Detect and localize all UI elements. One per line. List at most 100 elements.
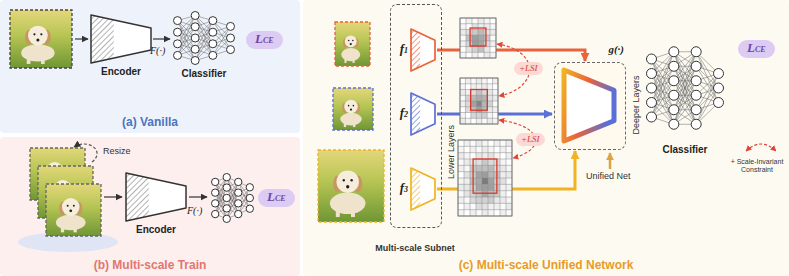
net-neuron [212, 178, 219, 185]
arrow [189, 196, 207, 197]
classifier-net [645, 34, 725, 142]
dog-leg [336, 206, 340, 217]
block-outline [411, 168, 435, 210]
grid-line [460, 112, 498, 113]
block-hatch [411, 29, 420, 71]
feature-cell [482, 113, 487, 119]
feature-cell [488, 197, 494, 203]
feature-cell [464, 153, 470, 159]
panel: (a) VanillaEncoderClassifierLCE [0, 0, 300, 133]
feature-cell [490, 41, 496, 47]
feature-cell [506, 178, 512, 184]
feature-cell [465, 84, 470, 90]
feature-cell [500, 153, 506, 159]
feature-label: F(·) [187, 205, 202, 217]
net-neuron [174, 40, 182, 48]
photo-ground [335, 22, 370, 66]
dog-leg [344, 56, 346, 63]
feature-cell [476, 197, 482, 203]
panel: (c) Multi-scale Unified Network Multi-sca… [303, 0, 789, 276]
feature-cell [494, 197, 500, 203]
net-neuron [691, 105, 701, 115]
dog-nose [36, 38, 39, 41]
photo-frame [333, 88, 373, 130]
classifier-block: Classifier [172, 10, 236, 86]
feature-cell [464, 191, 470, 197]
feature-cell [500, 140, 506, 146]
feature-cell [482, 90, 487, 96]
panel-title: (c) Multi-scale Unified Network [459, 258, 634, 273]
grid-line [466, 18, 467, 58]
grid-line [460, 29, 496, 30]
grid-line [458, 197, 512, 198]
grid-line [460, 101, 498, 102]
block-outline [411, 93, 435, 135]
node-label: Multi-scale Subnet [375, 243, 455, 254]
dog-leg [351, 206, 355, 217]
node-label: f2 [400, 106, 408, 122]
net-neuron [223, 205, 230, 212]
feature-cell [493, 118, 498, 124]
unified-pointer [609, 153, 612, 169]
feature-cell [488, 178, 494, 184]
feature-cell [460, 29, 466, 35]
feature-cell [500, 146, 506, 152]
loss-label: +LSI [514, 62, 543, 75]
feature-cell [488, 172, 494, 178]
feature-cell [488, 203, 494, 209]
feature-cell [460, 107, 465, 113]
feature-cell [460, 24, 466, 30]
feature-cell [476, 178, 482, 184]
feature-cell [466, 29, 472, 35]
feature-cell [460, 35, 466, 41]
dog-photo [318, 150, 384, 222]
feature-cell [458, 191, 464, 197]
feature-cell [458, 165, 464, 171]
feature-cell [460, 52, 466, 58]
feature-cell [478, 29, 484, 35]
net-neuron [209, 51, 217, 59]
feature-cell [493, 113, 498, 119]
encoder-shape [125, 172, 187, 222]
feature-cell [490, 24, 496, 30]
grid-line [458, 203, 512, 204]
attention-box [470, 28, 486, 46]
unified-shape [555, 63, 624, 148]
feature-label: F(·) [150, 45, 165, 57]
encoder-block: Encoder [125, 172, 187, 238]
feature-cell [460, 101, 465, 107]
arrow [75, 38, 88, 39]
feature-cell [476, 118, 481, 124]
feature-cell [465, 78, 470, 84]
dog-head [62, 198, 80, 216]
dog-leg [41, 55, 45, 64]
dog-eye [348, 40, 350, 42]
feature-cell [482, 95, 487, 101]
block-hatch [411, 93, 420, 135]
node-label: Encoder [101, 66, 141, 78]
panel-title: (a) Vanilla [122, 115, 178, 130]
feature-cell [478, 52, 484, 58]
block-fill [91, 15, 151, 63]
dog-eye [67, 205, 69, 207]
panel-ground [0, 0, 300, 133]
grid-line [458, 178, 512, 179]
node-label: LCE [267, 190, 286, 206]
grid-line [458, 171, 512, 172]
photo-frame [10, 10, 72, 68]
feature-map-frame [460, 78, 498, 124]
feature-cell [476, 184, 482, 190]
feature-cell [471, 113, 476, 119]
feature-cell [482, 165, 488, 171]
feature-cell [478, 35, 484, 41]
feature-cell [506, 191, 512, 197]
feature-cell [500, 178, 506, 184]
photo-ground [10, 10, 72, 68]
dog-eye [343, 179, 345, 181]
feature-cell [470, 146, 476, 152]
feature-cell [482, 184, 488, 190]
net-neuron [691, 47, 701, 57]
feature-cell [458, 159, 464, 165]
feature-cell [466, 47, 472, 53]
